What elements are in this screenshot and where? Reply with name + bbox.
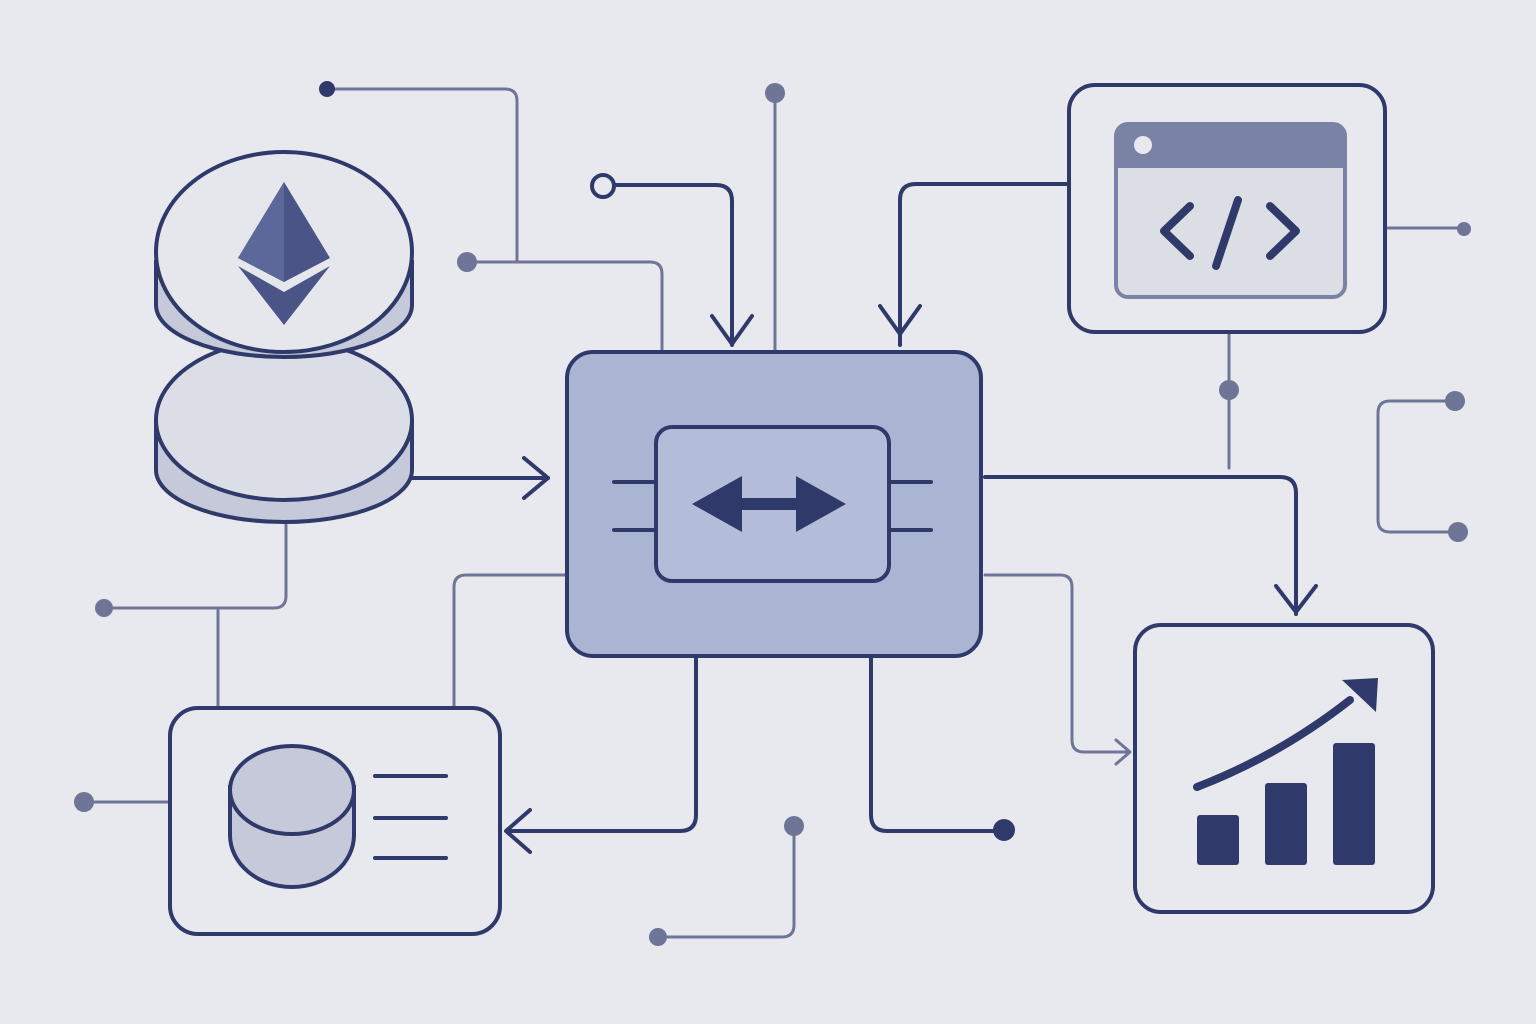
bidirectional-arrow-icon <box>692 476 846 532</box>
connector-node <box>765 83 785 103</box>
arrow-head-icon <box>504 808 532 854</box>
connector-node <box>1445 391 1465 411</box>
arrow-head-icon <box>1274 584 1318 614</box>
primary-connectors <box>396 173 1318 854</box>
connector-hub-output <box>869 656 1002 833</box>
window-dot-icon <box>1134 136 1152 154</box>
connector-hub-chart <box>983 573 1130 754</box>
code-brackets-icon <box>1160 196 1300 270</box>
connector-node <box>649 928 667 946</box>
code-window[interactable] <box>1067 83 1387 334</box>
window-title-bar <box>1116 124 1345 168</box>
arrow-head-icon <box>710 314 754 346</box>
secondary-connectors <box>74 81 1471 946</box>
connector-hub-chart-main <box>983 475 1298 616</box>
connector-db-left <box>102 523 288 610</box>
connector-input-hub <box>612 183 734 347</box>
output-port-icon <box>993 819 1015 841</box>
connector-bracket-right <box>1376 399 1460 534</box>
connector-node <box>74 792 94 812</box>
connector-node <box>95 599 113 617</box>
connector-node <box>319 81 335 97</box>
arrow-head-icon <box>1114 738 1132 766</box>
connector-node <box>1457 222 1471 236</box>
central-hub[interactable] <box>565 350 983 658</box>
growth-chart-icon <box>1193 678 1378 865</box>
connector-node <box>1448 522 1468 542</box>
connector-node <box>1219 380 1239 400</box>
connector-node <box>784 816 804 836</box>
arrow-head-icon <box>878 304 922 336</box>
database-list-icon <box>228 744 448 889</box>
arrow-head-icon <box>522 456 550 500</box>
connector-hub-record <box>452 573 567 708</box>
ethereum-database[interactable] <box>154 150 414 524</box>
hub-pins <box>612 480 933 532</box>
input-port-icon <box>590 173 616 199</box>
connector-bottom <box>656 824 796 939</box>
database-record[interactable] <box>168 706 502 936</box>
connector-hub-record-main <box>506 656 698 833</box>
connector-code-hub <box>898 182 1070 347</box>
connector-node <box>457 252 477 272</box>
analytics-chart[interactable] <box>1133 623 1435 914</box>
ethereum-icon <box>238 182 330 325</box>
